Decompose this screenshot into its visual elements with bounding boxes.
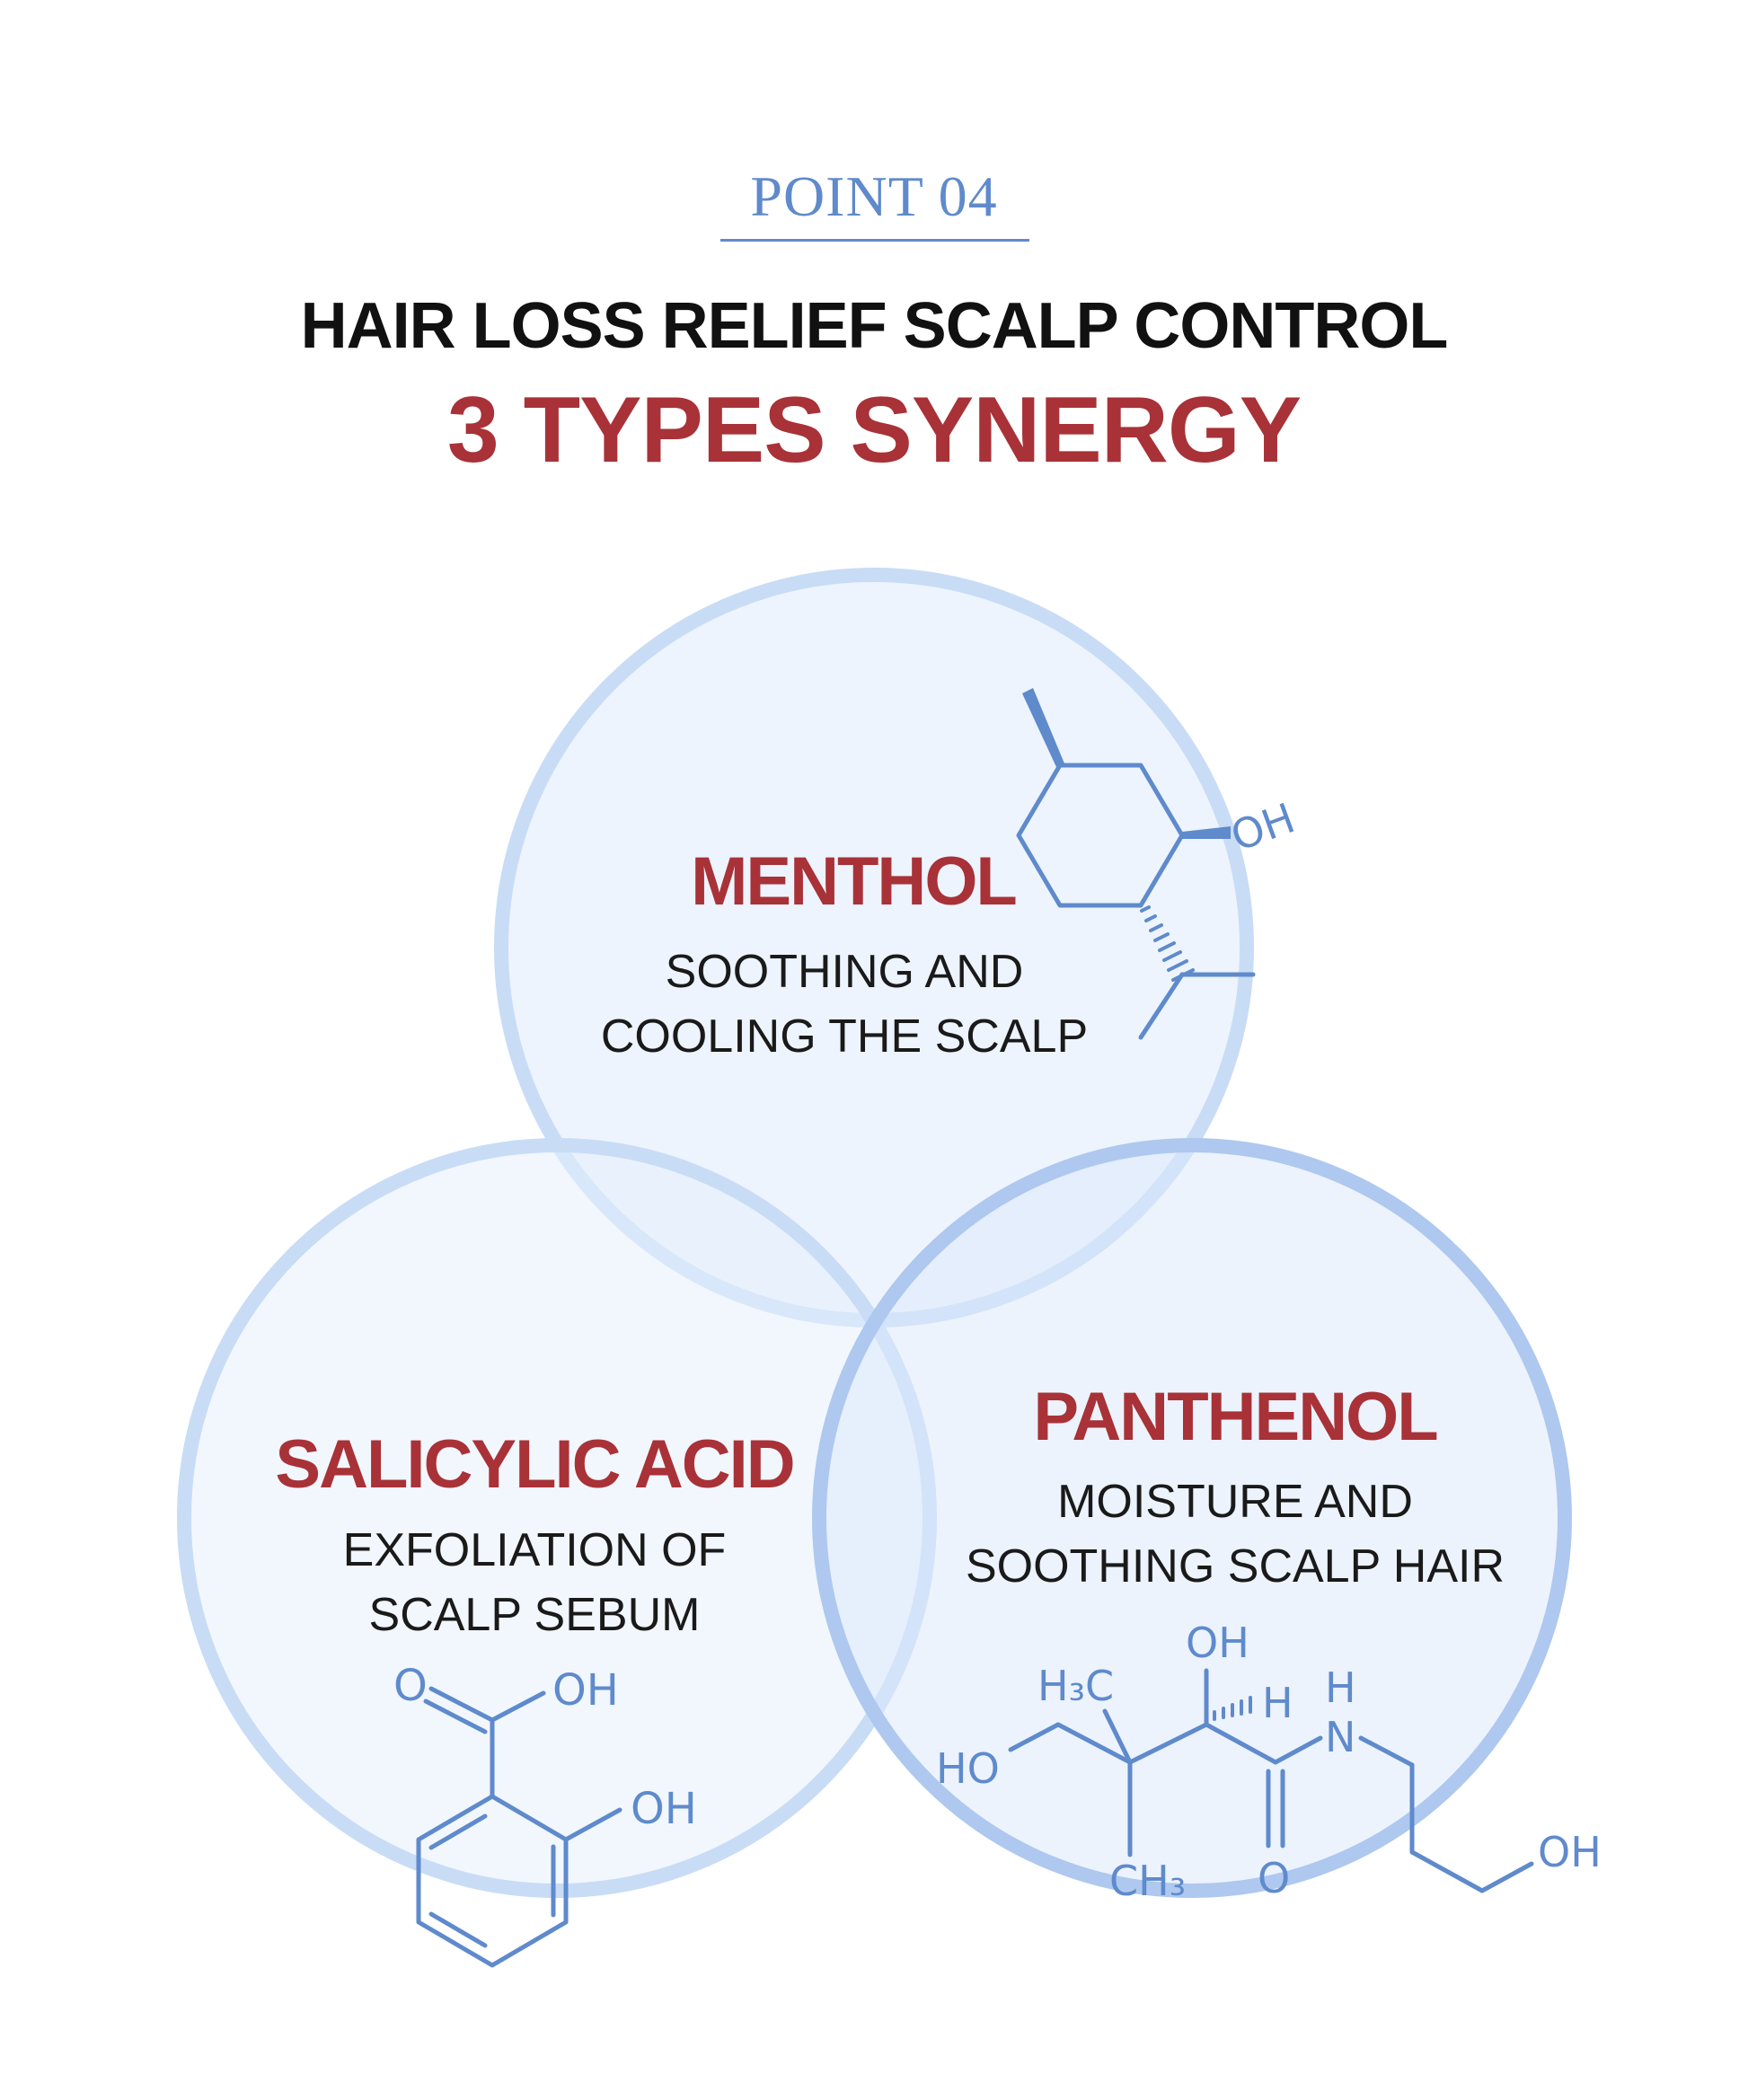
ingredient-desc-panthenol-line2: SOOTHING SCALP HAIR	[965, 1540, 1505, 1593]
panthenol-h-label: H	[1262, 1679, 1293, 1727]
ingredient-desc-panthenol-line1: MOISTURE AND	[1057, 1476, 1413, 1528]
salicylic-acid-structure	[416, 1686, 622, 1968]
page-subtitle: 3 TYPES SYNERGY	[446, 378, 1302, 482]
panthenol-o-label: O	[1258, 1854, 1290, 1902]
ingredient-name-salicylic-acid: SALICYLIC ACID	[275, 1426, 795, 1503]
panthenol-nh-h-label: H	[1325, 1663, 1356, 1712]
point-underline	[720, 239, 1029, 242]
panthenol-ho-label: HO	[936, 1744, 1000, 1793]
ingredient-name-panthenol: PANTHENOL	[1033, 1379, 1438, 1455]
venn-circles	[177, 568, 1572, 1898]
salicylic-oh-ring-label: OH	[631, 1784, 697, 1834]
panthenol-ch3-label: CH₃	[1109, 1857, 1186, 1905]
salicylic-o-label: O	[393, 1661, 428, 1711]
ingredient-desc-menthol-line2: COOLING THE SCALP	[600, 1010, 1089, 1063]
panthenol-n-label: N	[1325, 1713, 1355, 1761]
circle-panthenol	[812, 1138, 1572, 1898]
ingredient-desc-menthol-line1: SOOTHING AND	[665, 946, 1024, 998]
panthenol-oh-top-label: OH	[1186, 1619, 1249, 1667]
panthenol-structure	[1008, 1668, 1534, 1893]
ingredient-desc-salicylic-line2: SCALP SEBUM	[368, 1589, 701, 1641]
salicylic-oh-acid-label: OH	[552, 1665, 619, 1716]
ingredient-name-menthol: MENTHOL	[691, 843, 1018, 920]
ingredient-desc-salicylic-line1: EXFOLIATION OF	[342, 1524, 727, 1576]
page-title: HAIR LOSS RELIEF SCALP CONTROL	[300, 290, 1449, 362]
panthenol-h3c-label: H₃C	[1037, 1662, 1114, 1710]
point-label: POINT 04	[750, 164, 998, 228]
panthenol-oh-end-label: OH	[1538, 1828, 1602, 1876]
menthol-structure	[1016, 688, 1256, 1040]
